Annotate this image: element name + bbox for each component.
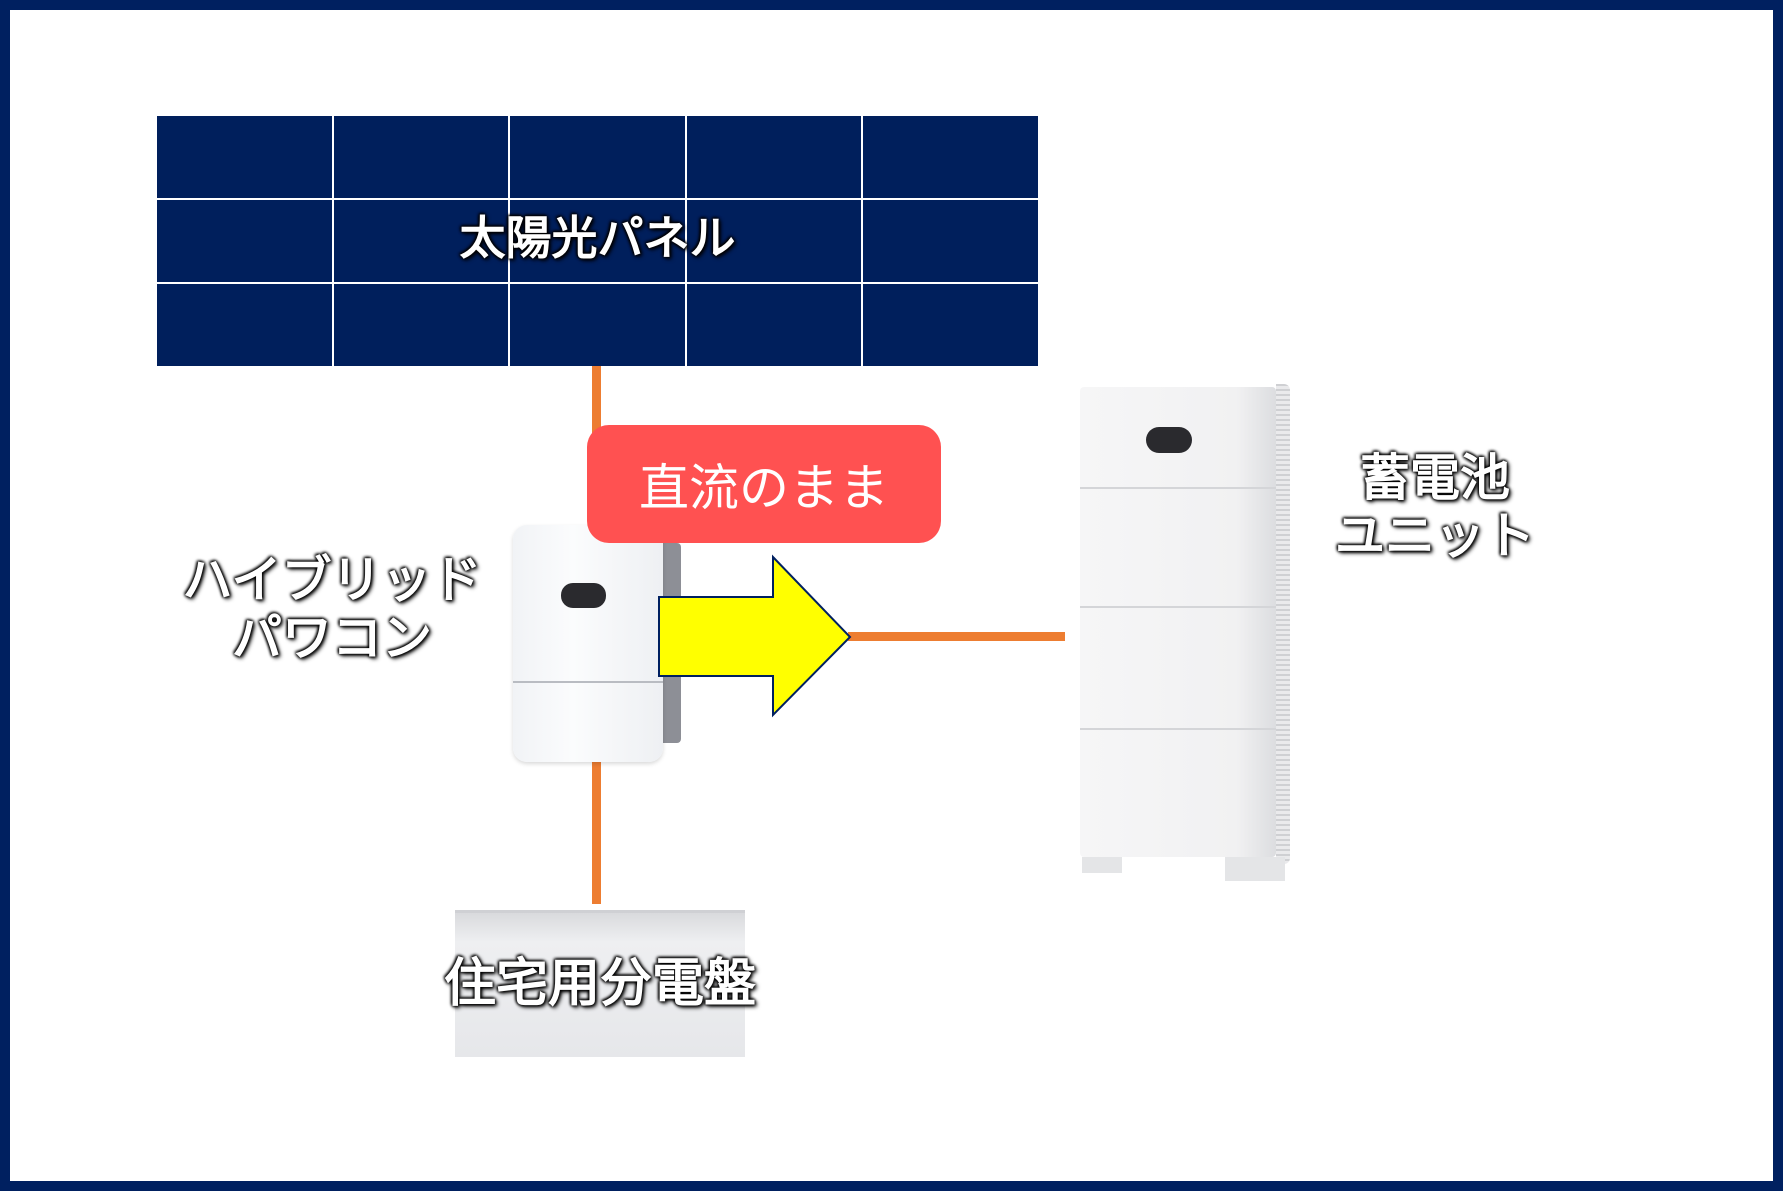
solar-panel-grid bbox=[157, 116, 1038, 366]
wire-inverter-to-battery bbox=[848, 632, 1065, 641]
solar-panel-label: 太陽光パネル bbox=[459, 211, 736, 265]
distribution-board-label: 住宅用分電盤 bbox=[443, 954, 756, 1014]
callout-text: 直流のまま bbox=[639, 459, 889, 517]
inverter-label: ハイブリッド パワコン bbox=[182, 551, 482, 667]
inverter-display-icon bbox=[561, 583, 606, 608]
battery-unit-image bbox=[1080, 384, 1294, 885]
wire-panel-to-inverter bbox=[592, 366, 601, 436]
dc-flow-arrow-icon bbox=[658, 554, 852, 718]
wire-inverter-to-board bbox=[592, 762, 601, 904]
distribution-board-image bbox=[455, 910, 745, 1057]
battery-display-icon bbox=[1146, 427, 1192, 453]
direct-current-callout: 直流のまま bbox=[587, 425, 941, 543]
battery-label: 蓄電池 ユニット bbox=[1335, 449, 1535, 565]
